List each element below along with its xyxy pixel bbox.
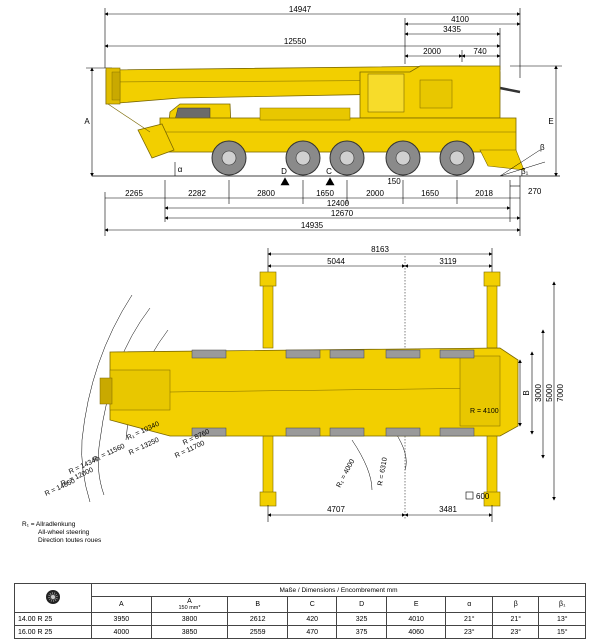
steering-legend: R₁ = Allradlenkung All-wheel steering Di… [22,521,101,545]
radius-r1-4000: R₁ = 4000 [336,458,357,489]
radius-4100: R = 4100 [470,408,499,415]
rear-outrigger [479,149,525,171]
header-beta: β [491,596,540,613]
row2-alpha: 23° [445,625,493,639]
departure-angle-lines [499,149,546,177]
dim-2000: 2000 [366,189,384,198]
superstructure [359,65,501,119]
row1-D: 325 [336,612,387,626]
side-bottom-dimensions [104,176,521,236]
row1-C: 420 [287,612,338,626]
table-caption-row: Maße / Dimensions / Encombrement mm [14,583,586,613]
row2-tyre: 16.00 R 25 [14,625,92,639]
label-D: D [281,167,287,176]
header-D: D [336,596,387,613]
dim-top-2000: 2000 [423,47,441,56]
table-caption: Maße / Dimensions / Encombrement mm [91,583,586,597]
crane-dimension-drawing: 14947 4100 3435 12550 2000 740 A E [44,5,565,522]
table-row: 16.00 R 25 4000 3850 2559 470 375 4060 2… [14,625,586,639]
top-view: 8163 5044 3119 [44,245,565,522]
dim-top-12550: 12550 [284,37,307,46]
dim-3481: 3481 [439,505,457,514]
legend-line-1: R₁ = Allradlenkung [22,521,76,528]
dim-3119: 3119 [439,257,457,266]
row2-beta1: 15° [538,625,586,639]
top-view-right-dimensions [518,281,556,501]
dim-2800: 2800 [257,189,275,198]
dim-1650-b: 1650 [421,189,439,198]
row2-A: 4000 [91,625,152,639]
tyre-icon [46,590,60,604]
header-A: A [91,596,152,613]
side-view: 14947 4100 3435 12550 2000 740 A E [84,5,562,236]
front-jib-hook [107,103,175,159]
dim-600: 600 [476,492,490,501]
legend-line-2: All-wheel steering [38,529,90,536]
dim-14935: 14935 [301,221,324,230]
dim-5044: 5044 [327,257,345,266]
dim-B: B [522,390,531,395]
label-E: E [548,117,553,126]
dim-2282: 2282 [188,189,206,198]
tyre-header-cell [14,583,92,613]
label-alpha: α [178,165,183,174]
header-A2-label: A [187,598,192,605]
radius-6310: R = 6310 [377,457,389,486]
top-view-top-dimensions [267,248,493,278]
dim-2018: 2018 [475,189,493,198]
top-wheels [191,349,475,437]
dim-150: 150 [387,177,401,186]
row1-tyre: 14.00 R 25 [14,612,92,626]
legend-line-3: Direction toutes roues [38,537,102,544]
dim-top-4100: 4100 [451,15,469,24]
row2-C: 470 [287,625,338,639]
row2-B: 2559 [227,625,289,639]
dim-12670: 12670 [331,209,354,218]
label-A: A [84,117,90,126]
dim-2265: 2265 [125,189,143,198]
side-top-dimensions [104,8,521,78]
header-beta1: β₁ [538,596,586,613]
dim-top-740: 740 [473,47,487,56]
row1-beta1: 13° [538,612,586,626]
header-A2-sub: 150 mm* [178,605,201,611]
header-C: C [287,596,338,613]
outriggers [259,271,501,507]
row1-A150: 3800 [150,612,229,626]
header-B: B [227,596,289,613]
row1-alpha: 21° [445,612,493,626]
dim-3000: 3000 [534,384,543,402]
table-row: 14.00 R 25 3950 3800 2612 420 325 4010 2… [14,612,586,626]
row2-D: 375 [336,625,387,639]
dim-1650-a: 1650 [316,189,334,198]
label-C: C [326,167,332,176]
top-view-bottom-dimensions [267,491,493,522]
row1-beta: 21° [491,612,540,626]
carrier-top [99,347,519,437]
clearance-markers [174,162,335,186]
header-alpha: α [445,596,493,613]
label-beta: β [540,143,545,152]
row2-E: 4060 [385,625,447,639]
dim-7000: 7000 [556,384,565,402]
row2-beta: 23° [491,625,540,639]
label-beta1: β₁ [521,167,529,176]
dim-top-3435: 3435 [443,25,461,34]
dim-270: 270 [528,187,542,196]
dim-4707: 4707 [327,505,345,514]
row1-A: 3950 [91,612,152,626]
dim-5000: 5000 [545,384,554,402]
dim-top-total: 14947 [289,5,312,14]
dim-8163: 8163 [371,245,389,254]
row2-A150: 3850 [150,625,229,639]
row1-B: 2612 [227,612,289,626]
dim-E-line [510,65,562,177]
row1-E: 4010 [385,612,447,626]
dim-12400: 12400 [327,199,350,208]
header-E: E [385,596,447,613]
side-wheels [211,140,475,176]
